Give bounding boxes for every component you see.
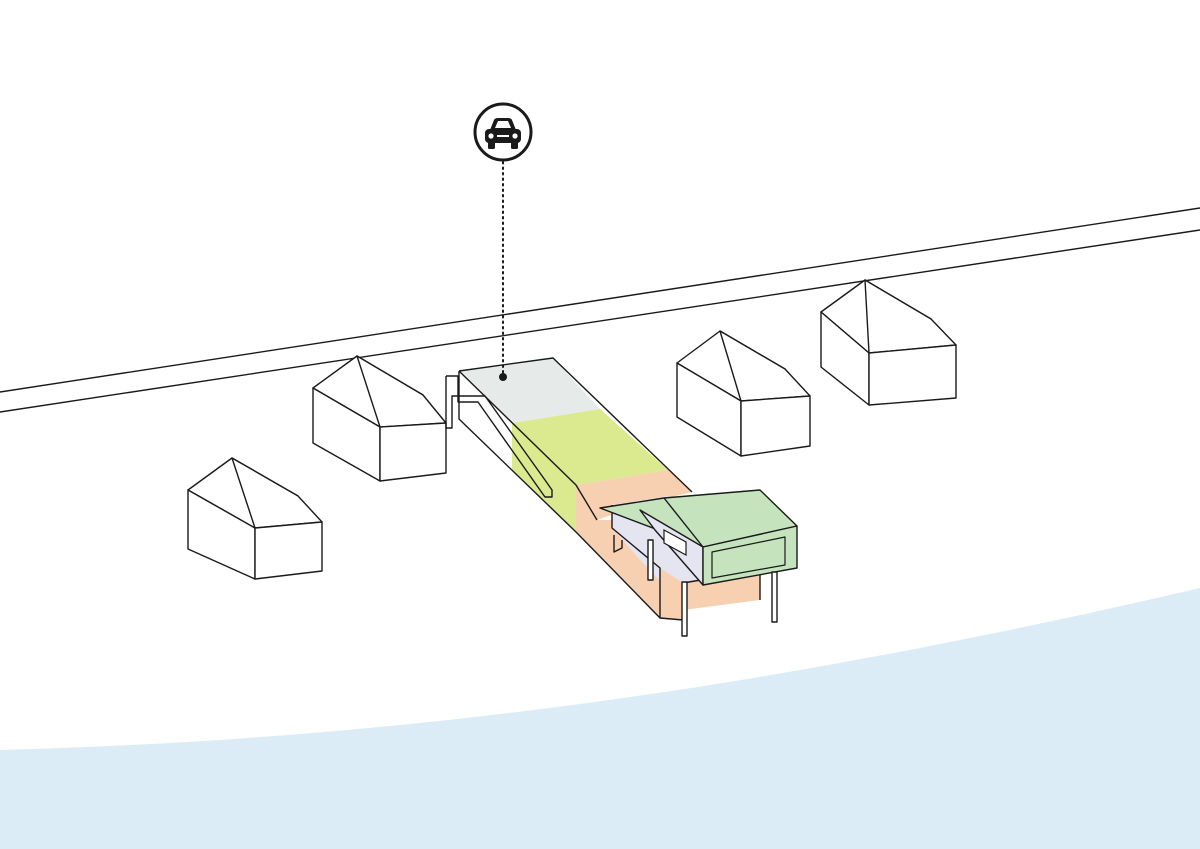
- road: [0, 207, 1200, 413]
- upper-window: [663, 528, 687, 557]
- lower-front-block: [660, 568, 683, 620]
- support-columns: [647, 539, 778, 637]
- water-body: [0, 588, 1200, 849]
- parking-zone: [459, 358, 600, 423]
- road-edge-north: [0, 207, 1200, 393]
- road-edge-south: [0, 229, 1200, 413]
- living-zone-front: [576, 485, 660, 618]
- upper-volume-recess: [711, 536, 786, 579]
- parking-callout: [473, 102, 533, 381]
- callout-anchor-dot: [499, 373, 507, 381]
- neighbor-house: [187, 457, 323, 580]
- ramp-railing: [445, 375, 553, 498]
- car-icon: [485, 118, 521, 149]
- garden-zone: [512, 409, 668, 485]
- neighbor-house: [312, 355, 447, 482]
- door-frame: [613, 535, 623, 553]
- neighbor-house: [820, 279, 957, 406]
- neighbor-house: [676, 330, 811, 457]
- main-building: [445, 357, 798, 637]
